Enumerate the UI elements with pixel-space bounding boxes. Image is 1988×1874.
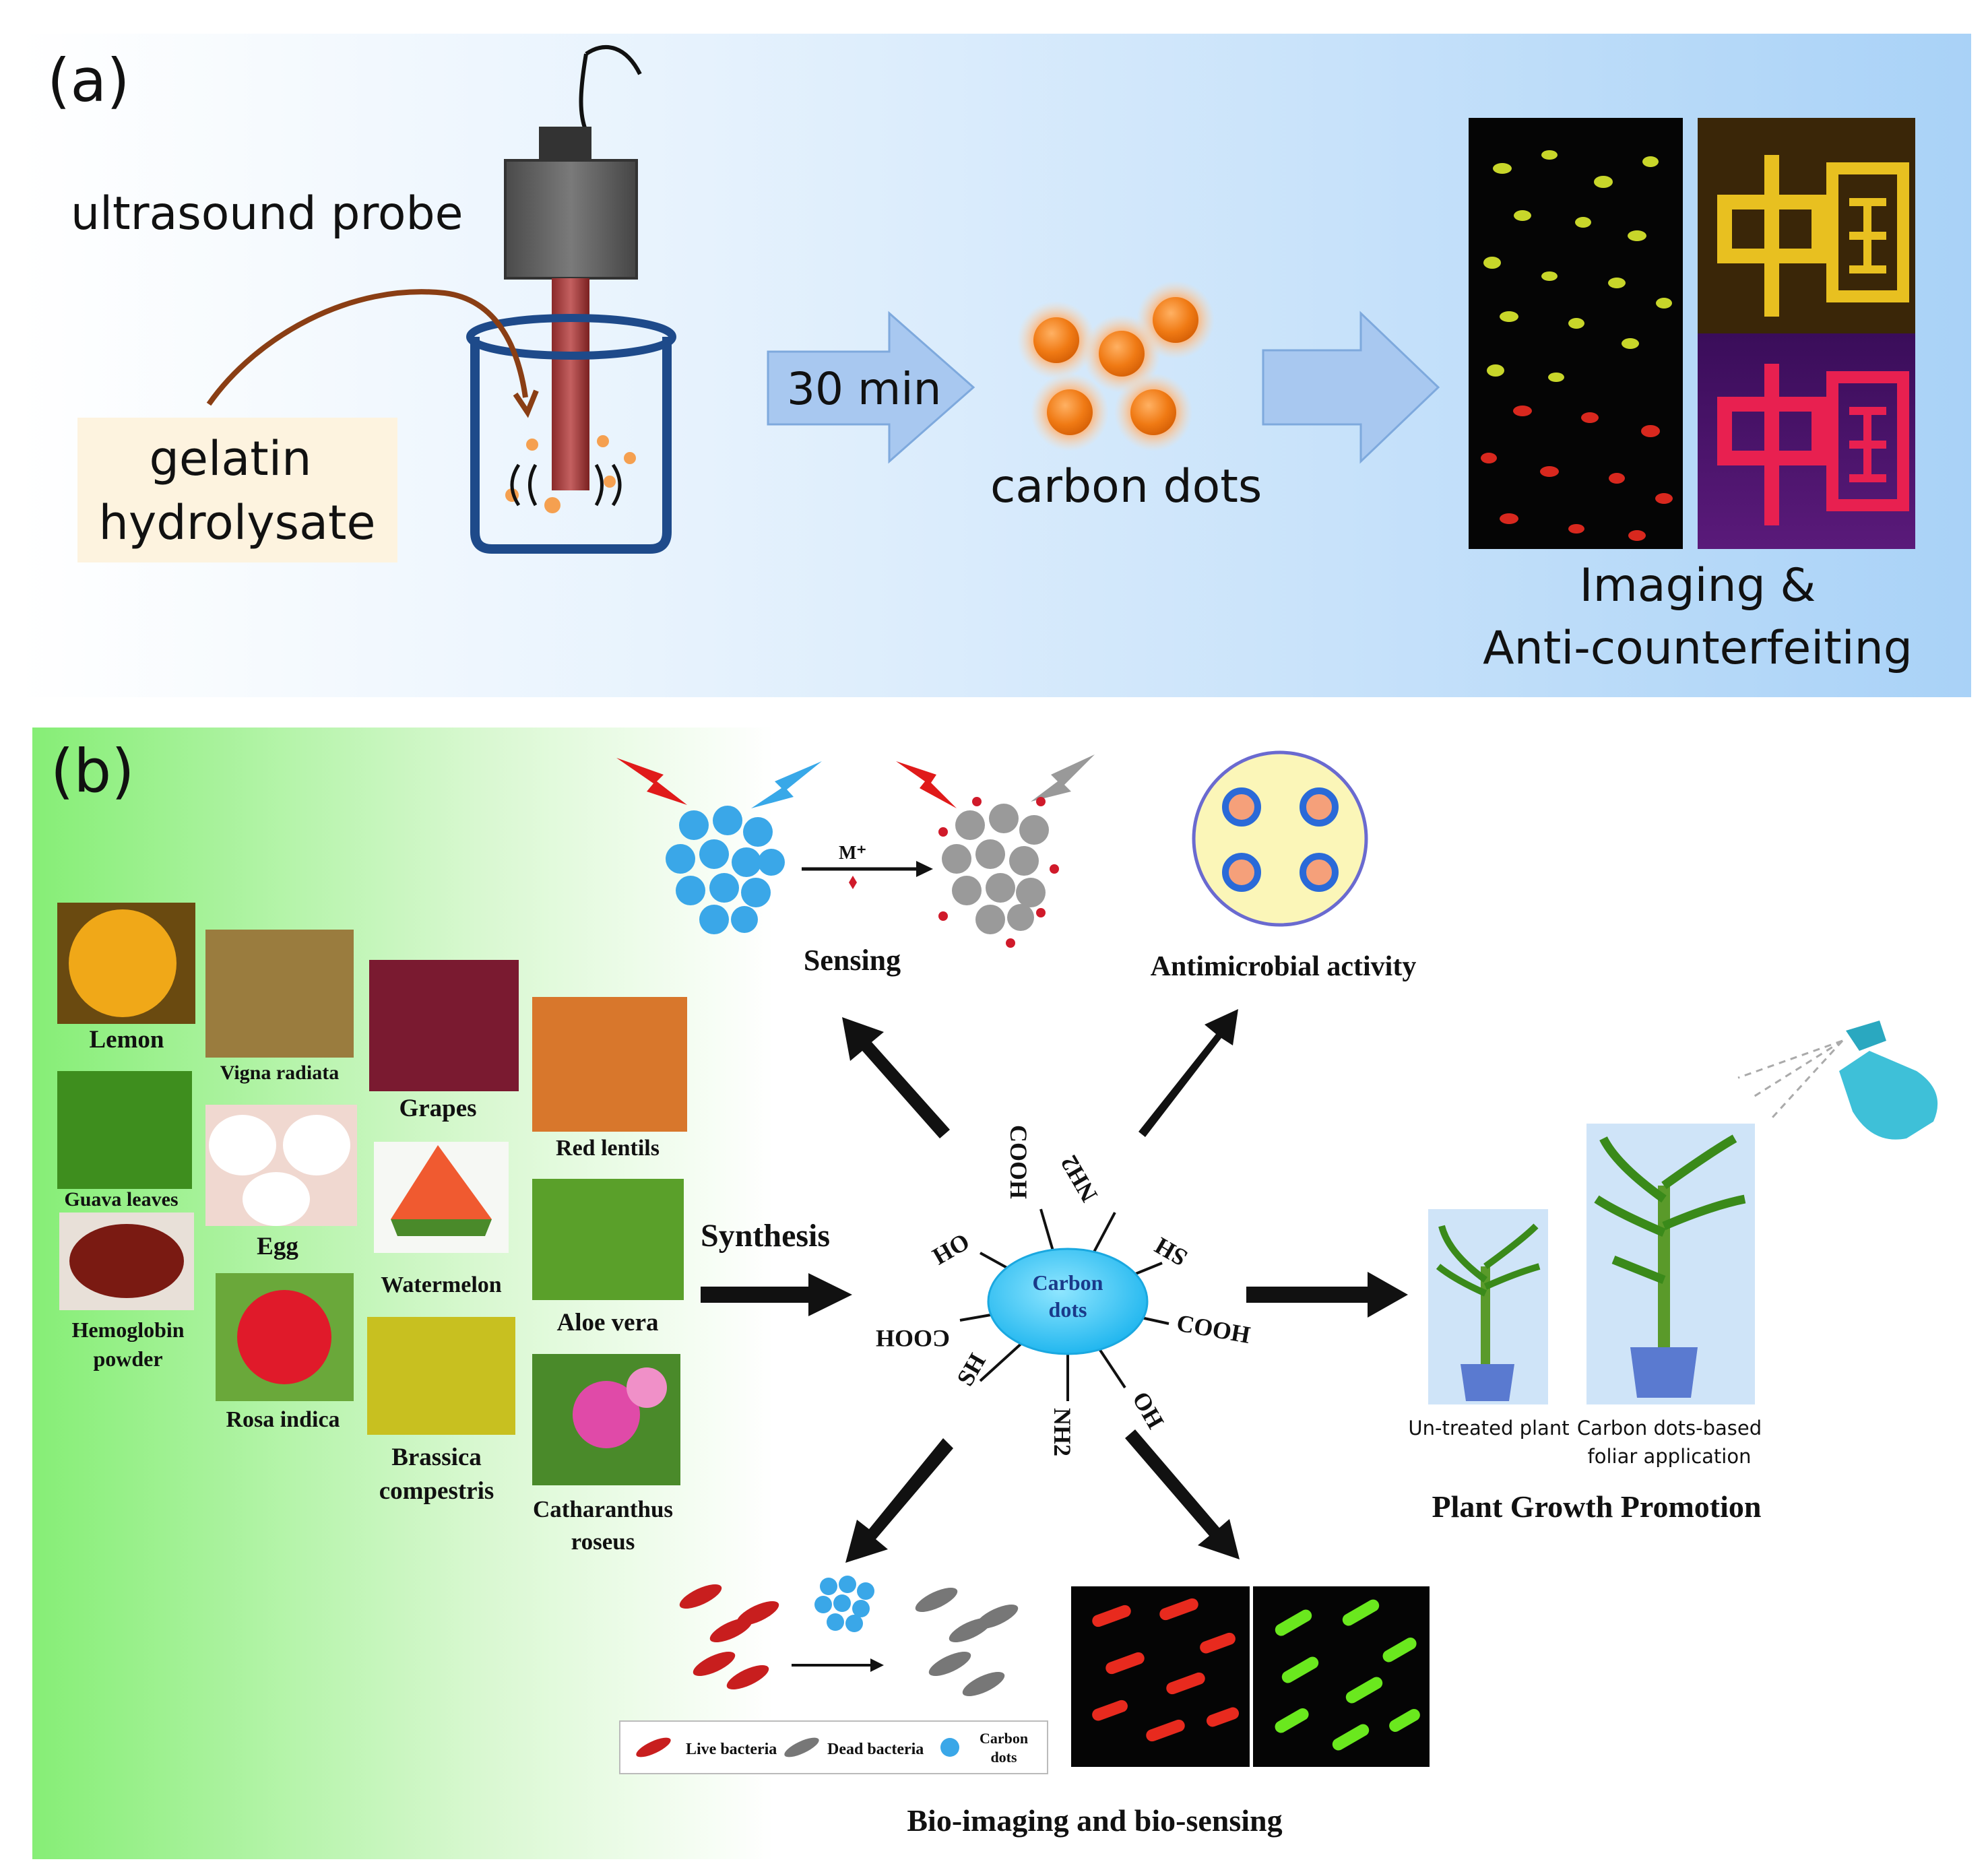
catharanthus-label-line1: Catharanthus — [533, 1496, 673, 1522]
legend-cd-label-line1: Carbon — [980, 1730, 1028, 1747]
result-label-line2: Anti-counterfeiting — [1483, 622, 1913, 675]
group-cooh-right: COOH — [1175, 1309, 1252, 1348]
aloe-label: Aloe vera — [556, 1309, 658, 1336]
group-oh-left: OH — [928, 1228, 974, 1270]
grapes-label: Grapes — [399, 1095, 476, 1122]
source-images — [57, 903, 687, 1485]
center-label-line1: Carbon — [1033, 1270, 1103, 1295]
antimicrobial-illustration — [1192, 750, 1368, 927]
bioimaging-title: Bio-imaging and bio-sensing — [907, 1803, 1282, 1838]
synthesis-label: Synthesis — [701, 1218, 830, 1254]
lemon-label: Lemon — [90, 1026, 164, 1054]
group-nh2-top: NH2 — [1055, 1151, 1103, 1206]
curved-arrow — [206, 289, 528, 406]
result-label-line1: Imaging & — [1580, 559, 1816, 612]
gelatin-label-line1: gelatin — [149, 431, 311, 486]
probe-rod — [552, 278, 589, 490]
panel-a-label: (a) — [47, 46, 130, 115]
aloe-image — [532, 1179, 684, 1300]
probe-head — [504, 159, 638, 280]
result-arrow — [1262, 311, 1440, 464]
treated-label-line1: Carbon dots-based — [1577, 1417, 1762, 1440]
carbon-dots-cluster — [1017, 281, 1215, 451]
plant-growth-illustration — [1428, 1021, 1938, 1404]
watermelon-label: Watermelon — [381, 1272, 501, 1297]
group-oh-bottom: OH — [1127, 1387, 1169, 1433]
gelatin-label-box — [77, 418, 397, 562]
brassica-label-line2: compestris — [379, 1477, 494, 1505]
spray-bottle — [1737, 1021, 1938, 1140]
legend-cd-label-line2: dots — [990, 1749, 1017, 1766]
untreated-label: Un-treated plant — [1408, 1417, 1569, 1440]
grapes-image — [369, 960, 519, 1091]
treated-label-line2: foliar application — [1588, 1445, 1752, 1468]
bioimaging-legend — [619, 1720, 1048, 1774]
gelatin-label-line2: hydrolysate — [98, 495, 375, 550]
time-label: 30 min — [787, 363, 941, 415]
ultrasound-setup — [206, 45, 676, 554]
group-cooh-left: COOH — [876, 1325, 950, 1352]
vigna-label: Vigna radiata — [220, 1062, 339, 1084]
antimicrobial-title: Antimicrobial activity — [1151, 951, 1417, 982]
group-cooh-top: COOH — [1005, 1125, 1032, 1199]
red-lentils-label: Red lentils — [556, 1136, 660, 1161]
egg-label: Egg — [257, 1233, 298, 1260]
brassica-label-line1: Brassica — [391, 1444, 482, 1471]
anti-counterfeit-image — [1698, 118, 1915, 549]
beaker-rim — [466, 314, 676, 360]
lentils-image — [532, 997, 687, 1132]
legend-live-label: Live bacteria — [686, 1741, 777, 1758]
synthesis-arrow — [701, 1273, 852, 1316]
application-arrows — [842, 1009, 1408, 1563]
sensing-title: Sensing — [804, 944, 901, 977]
hemoglobin-label-line2: powder — [93, 1347, 162, 1371]
cell-imaging-image — [1469, 118, 1683, 549]
carbon-dot-center — [959, 1208, 1169, 1401]
probe-connector — [539, 127, 591, 160]
sensing-illustration: M⁺ — [616, 754, 1095, 948]
center-label-line2: dots — [1049, 1297, 1087, 1322]
plant-growth-title: Plant Growth Promotion — [1432, 1489, 1762, 1524]
vigna-image — [205, 930, 354, 1058]
sensing-ion-label: M⁺ — [839, 843, 866, 864]
time-arrow — [767, 311, 975, 464]
carbon-dots-label: carbon dots — [990, 460, 1262, 513]
guava-image — [57, 1071, 192, 1189]
group-sh-left: SH — [951, 1349, 991, 1390]
beaker — [470, 337, 672, 554]
hemoglobin-label-line1: Hemoglobin — [71, 1318, 184, 1342]
panel-b-label: (b) — [51, 736, 135, 806]
group-nh2-bottom: NH2 — [1049, 1408, 1076, 1456]
rosa-label: Rosa indica — [226, 1407, 340, 1432]
guava-label: Guava leaves — [64, 1188, 178, 1210]
brassica-image — [367, 1317, 515, 1435]
catharanthus-label-line2: roseus — [571, 1528, 635, 1555]
bioimaging-illustration — [619, 1576, 1430, 1774]
legend-dead-label: Dead bacteria — [827, 1741, 924, 1758]
probe-label: ultrasound probe — [71, 187, 463, 240]
